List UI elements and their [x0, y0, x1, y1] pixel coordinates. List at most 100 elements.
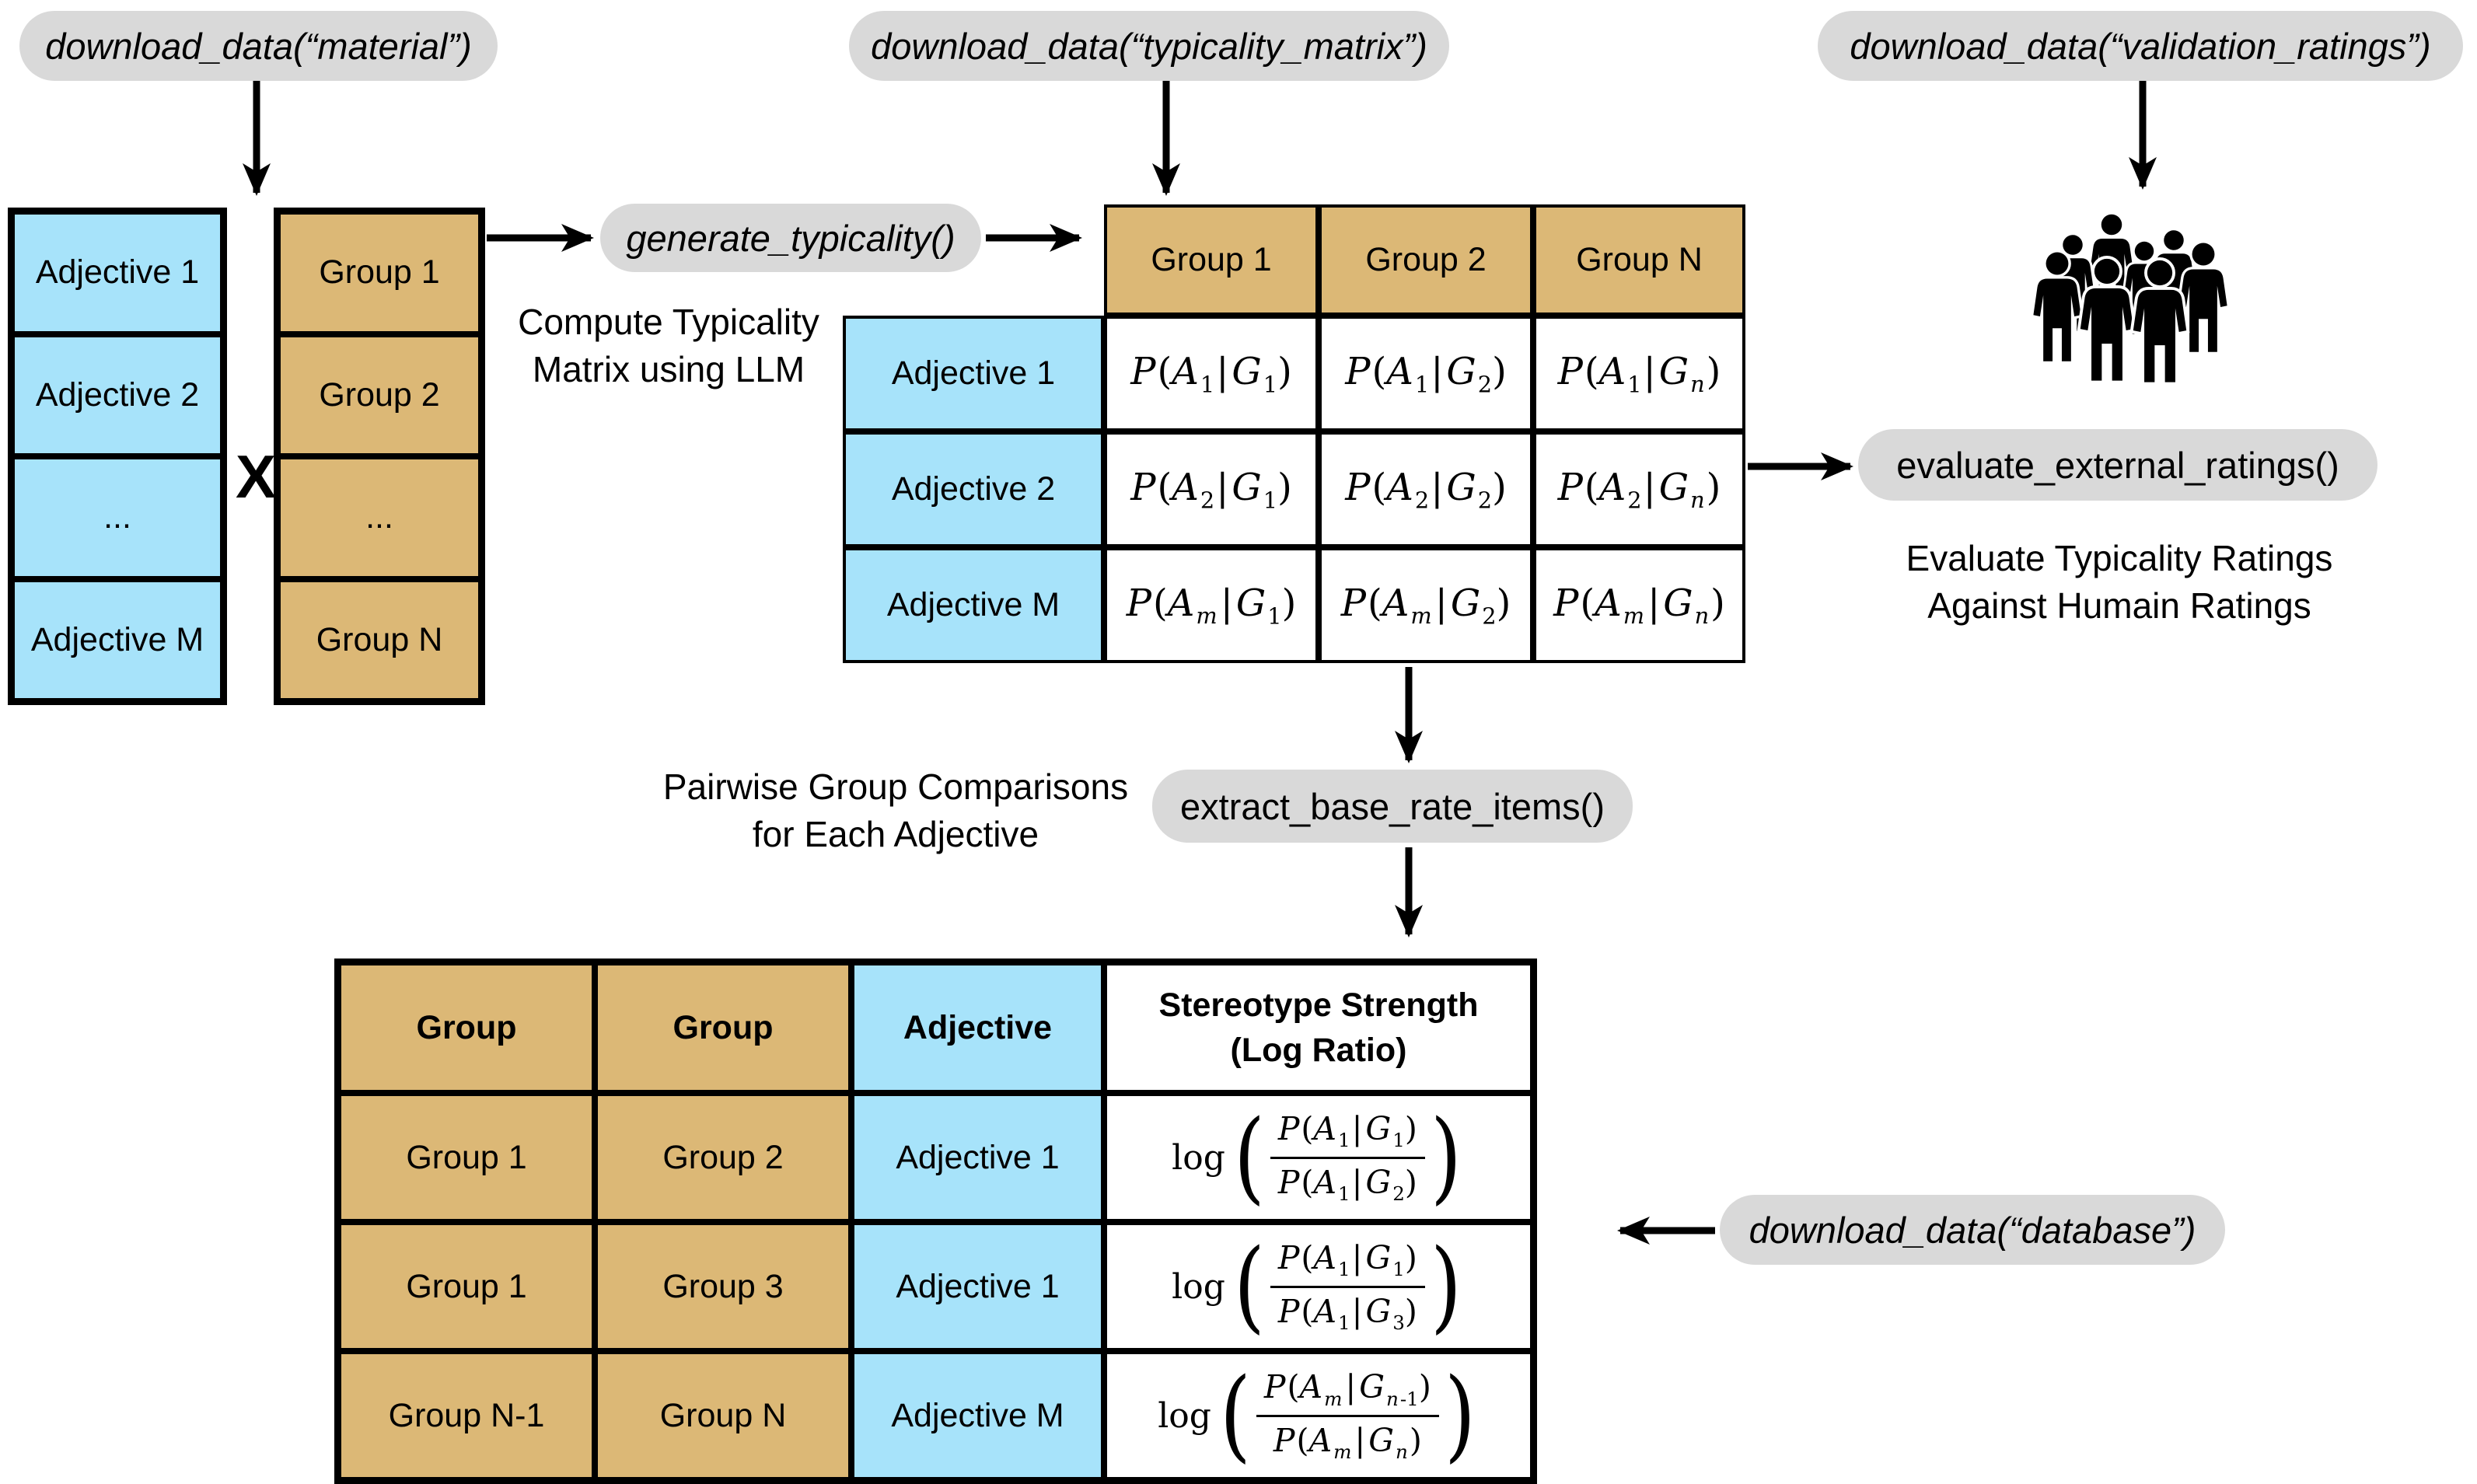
- ratio-numerator: P(Am|Gn-1): [1256, 1367, 1439, 1417]
- ratio-numerator: P(A1|G1): [1270, 1109, 1425, 1159]
- base-rate-header-label: Group: [416, 1008, 517, 1046]
- pill-download-material: download_data(“material”): [19, 11, 498, 81]
- pill-extract-base-rate-items-label: extract_base_rate_items(): [1180, 785, 1605, 827]
- ratio-denominator: P(A1|G2): [1277, 1163, 1417, 1205]
- pill-evaluate-external-ratings: evaluate_external_ratings(): [1858, 429, 2377, 501]
- ratio-numerator: P(A1|G1): [1270, 1238, 1425, 1288]
- base-rate-header: Group: [595, 962, 851, 1093]
- caption-evaluate-ratings-line2: Against Humain Ratings: [1927, 585, 2311, 626]
- matrix-row-label: Adjective 1: [843, 316, 1104, 431]
- group-list-row: Group 2: [278, 333, 481, 456]
- matrix-corner-spacer: [843, 204, 1104, 316]
- adjective-list-label: ...: [103, 498, 131, 536]
- matrix-row-label-text: Adjective 2: [891, 470, 1056, 508]
- base-rate-cell-group-b: Group 3: [595, 1222, 851, 1351]
- matrix-cell-formula: P(A1|G2): [1345, 349, 1507, 398]
- base-rate-cell-group-a: Group 1: [338, 1093, 595, 1222]
- cell-text: Group N: [659, 1396, 787, 1434]
- base-rate-cell-adjective: Adjective M: [851, 1351, 1104, 1480]
- cell-text: Group 2: [662, 1138, 784, 1176]
- cell-text: Adjective 1: [896, 1267, 1060, 1305]
- pill-generate-typicality-label: generate_typicality(): [626, 217, 956, 259]
- group-list-row: Group 1: [278, 211, 481, 334]
- matrix-cell-formula: P(A2|Gn): [1557, 465, 1721, 514]
- base-rate-header-label: Group: [673, 1008, 774, 1046]
- pill-download-validation-ratings: download_data(“validation_ratings”): [1818, 11, 2463, 81]
- log-operator: log: [1172, 1266, 1225, 1307]
- log-operator: log: [1158, 1395, 1211, 1436]
- group-list-label: Group N: [316, 620, 443, 658]
- base-rate-header: Adjective: [851, 962, 1104, 1093]
- base-rate-cell-group-b: Group N: [595, 1351, 851, 1480]
- matrix-col-header: Group 1: [1104, 204, 1319, 316]
- pill-download-database-label: download_data(“database”): [1749, 1209, 2196, 1251]
- matrix-cell: P(A1|Gn): [1533, 316, 1745, 431]
- caption-compute-typicality-line1: Compute Typicality: [518, 302, 819, 342]
- base-rate-header-label: (Log Ratio): [1230, 1032, 1407, 1069]
- pill-download-material-label: download_data(“material”): [45, 25, 472, 67]
- matrix-cell: P(A2|Gn): [1533, 431, 1745, 547]
- cell-text: Group N-1: [388, 1396, 545, 1434]
- matrix-col-header: Group 2: [1319, 204, 1533, 316]
- matrix-cell: P(Am|Gn): [1533, 547, 1745, 663]
- matrix-cell: P(A2|G2): [1319, 431, 1533, 547]
- matrix-row-label: Adjective 2: [843, 431, 1104, 547]
- matrix-row-label-text: Adjective 1: [891, 354, 1056, 392]
- matrix-cell-formula: P(Am|G2): [1340, 581, 1511, 630]
- base-rate-cell-log-ratio: log ( P(A1|G1) P(A1|G2) ): [1104, 1093, 1533, 1222]
- matrix-cell-formula: P(A1|Gn): [1557, 349, 1721, 398]
- matrix-row-label-text: Adjective M: [886, 586, 1060, 623]
- cross-product-operator: X: [229, 442, 283, 512]
- matrix-row-label: Adjective M: [843, 547, 1104, 663]
- pill-download-typicality-matrix: download_data(“typicality_matrix”): [849, 11, 1449, 81]
- cell-text: Group 1: [406, 1138, 527, 1176]
- base-rate-header: Group: [338, 962, 595, 1093]
- cell-text: Adjective M: [891, 1396, 1064, 1434]
- base-rate-cell-group-b: Group 2: [595, 1093, 851, 1222]
- cell-text: Adjective 1: [896, 1138, 1060, 1176]
- base-rate-cell-adjective: Adjective 1: [851, 1222, 1104, 1351]
- base-rate-header-label: Stereotype Strength: [1158, 986, 1479, 1024]
- group-list-row: Group N: [278, 578, 481, 701]
- adjective-list-label: Adjective 1: [35, 253, 200, 292]
- adjective-list-table: Adjective 1 Adjective 2 ... Adjective M: [8, 208, 227, 705]
- caption-compute-typicality-line2: Matrix using LLM: [532, 349, 805, 389]
- matrix-col-header-label: Group N: [1576, 241, 1703, 278]
- matrix-cell-formula: P(Am|Gn): [1553, 581, 1725, 630]
- cross-product-label: X: [235, 442, 277, 511]
- pill-download-database: download_data(“database”): [1720, 1195, 2225, 1265]
- matrix-cell-formula: P(A2|G1): [1130, 465, 1292, 514]
- matrix-cell: P(Am|G2): [1319, 547, 1533, 663]
- pill-download-validation-ratings-label: download_data(“validation_ratings”): [1850, 25, 2431, 67]
- caption-pairwise-comparisons: Pairwise Group Comparisons for Each Adje…: [662, 763, 1129, 858]
- log-operator: log: [1172, 1137, 1225, 1178]
- cell-text: Group 1: [406, 1267, 527, 1305]
- group-list-table: Group 1 Group 2 ... Group N: [274, 208, 485, 705]
- caption-pairwise-comparisons-line2: for Each Adjective: [752, 814, 1039, 854]
- pill-download-typicality-matrix-label: download_data(“typicality_matrix”): [871, 25, 1427, 67]
- pill-extract-base-rate-items: extract_base_rate_items(): [1152, 770, 1633, 843]
- adjective-list-row: Adjective 2: [12, 333, 223, 456]
- pill-generate-typicality: generate_typicality(): [600, 204, 981, 272]
- ratio-denominator: P(A1|G3): [1277, 1292, 1417, 1334]
- base-rate-header-stereotype-strength: Stereotype Strength (Log Ratio): [1104, 962, 1533, 1093]
- matrix-cell-formula: P(A1|G1): [1130, 349, 1292, 398]
- pill-evaluate-external-ratings-label: evaluate_external_ratings(): [1896, 444, 2339, 486]
- adjective-list-row: ...: [12, 456, 223, 579]
- group-list-row: ...: [278, 456, 481, 579]
- adjective-list-label: Adjective 2: [35, 375, 200, 414]
- adjective-list-row: Adjective 1: [12, 211, 223, 334]
- base-rate-cell-log-ratio: log ( P(Am|Gn-1) P(Am|Gn) ): [1104, 1351, 1533, 1480]
- matrix-cell-formula: P(Am|G1): [1126, 581, 1297, 630]
- group-list-label: Group 2: [319, 375, 440, 414]
- matrix-col-header-label: Group 1: [1151, 241, 1272, 278]
- matrix-cell-formula: P(A2|G2): [1345, 465, 1507, 514]
- base-rate-cell-group-a: Group 1: [338, 1222, 595, 1351]
- ratio-denominator: P(Am|Gn): [1273, 1421, 1422, 1463]
- caption-evaluate-ratings-line1: Evaluate Typicality Ratings: [1906, 538, 2333, 578]
- cell-text: Group 3: [662, 1267, 784, 1305]
- base-rate-header-label: Adjective: [903, 1008, 1053, 1046]
- caption-compute-typicality: Compute Typicality Matrix using LLM: [466, 299, 871, 393]
- crowd-people-icon: [2020, 194, 2253, 398]
